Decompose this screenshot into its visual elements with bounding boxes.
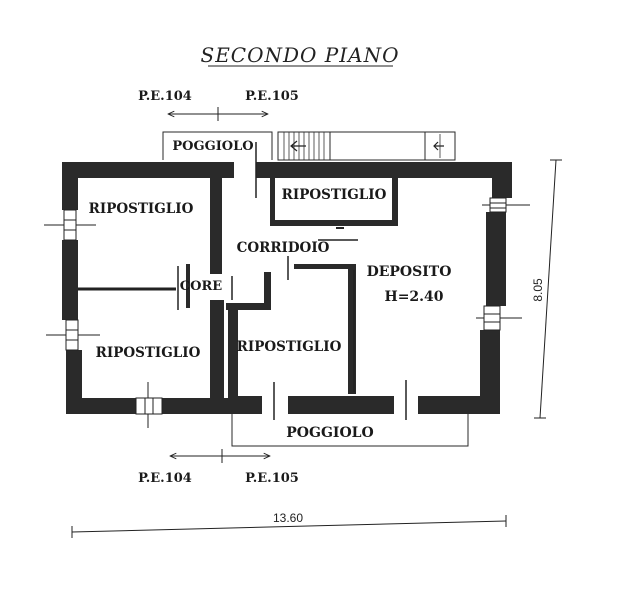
room-core: CORE <box>180 279 222 294</box>
small-stair <box>424 131 456 161</box>
window-marks <box>44 197 530 428</box>
room-ripostiglio-top-left: RIPOSTIGLIO <box>89 201 194 217</box>
ref-top-right: P.E.105 <box>245 89 299 104</box>
room-deposito-height: H=2.40 <box>384 289 443 305</box>
room-poggiolo-top: POGGIOLO <box>172 139 253 154</box>
room-ripostiglio-bottom-center: RIPOSTIGLIO <box>237 339 342 355</box>
dimension-width: 13.60 <box>273 511 303 525</box>
room-corridoio: CORRIDOIO <box>237 240 330 256</box>
dimension-height-line <box>539 159 557 419</box>
room-poggiolo-bottom: POGGIOLO <box>286 425 373 441</box>
ref-bottom-right: P.E.105 <box>245 471 299 486</box>
door-jambs <box>177 142 407 420</box>
balcony-top-outline <box>162 131 273 160</box>
dimension-width-line <box>71 520 507 533</box>
room-ripostiglio-bottom-left: RIPOSTIGLIO <box>96 345 201 361</box>
stair-arrow-icon <box>290 140 306 152</box>
small-stair-arrow-icon <box>433 141 444 151</box>
room-deposito: DEPOSITO <box>367 264 452 280</box>
exterior-walls <box>62 162 512 414</box>
interior-walls <box>186 170 398 400</box>
room-ripostiglio-top-center: RIPOSTIGLIO <box>282 187 387 203</box>
ref-bottom-left: P.E.104 <box>138 471 192 486</box>
balcony-bottom-outline <box>231 414 469 447</box>
page-title: SECONDO PIANO <box>201 43 400 67</box>
dimension-height: 8.05 <box>531 278 545 302</box>
ref-top-left: P.E.104 <box>138 89 192 104</box>
stair-landing <box>329 131 426 161</box>
